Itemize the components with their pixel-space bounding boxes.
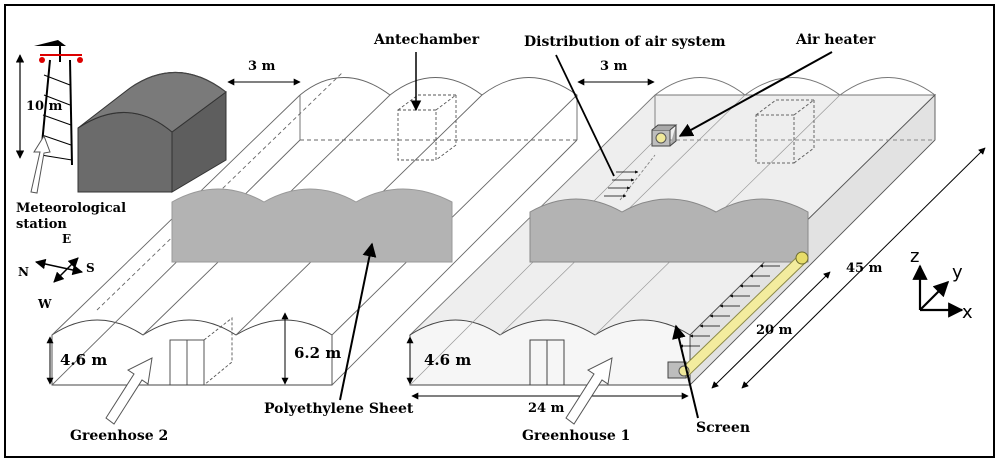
axis-triad bbox=[912, 264, 964, 318]
greenhouse-1-arrow bbox=[565, 357, 613, 425]
greenhouse-2-label: Greenhose 2 bbox=[70, 428, 168, 444]
total-length-arrow bbox=[741, 147, 986, 389]
compass-s: S bbox=[86, 261, 95, 275]
meteo-label-2: station bbox=[16, 217, 67, 232]
distribution-pointer bbox=[555, 54, 615, 177]
total-length-label: 45 m bbox=[846, 261, 883, 276]
gap-left-label: 3 m bbox=[248, 59, 276, 74]
polyethylene-label: Polyethylene Sheet bbox=[264, 401, 414, 417]
screen-label: Screen bbox=[696, 420, 750, 436]
compass-w: W bbox=[37, 297, 52, 311]
figure-border bbox=[4, 4, 995, 458]
screen-pointer bbox=[672, 324, 699, 419]
polyethylene-pointer bbox=[339, 242, 377, 401]
compass-n: N bbox=[18, 265, 29, 279]
distribution-label: Distribution of air system bbox=[524, 34, 726, 50]
antechamber-label: Antechamber bbox=[373, 32, 480, 48]
gh2-height-label: 4.6 m bbox=[60, 351, 107, 369]
tube-length-label: 20 m bbox=[756, 323, 793, 338]
thermal-screen-sheet bbox=[529, 198, 809, 263]
air-heater bbox=[651, 124, 678, 147]
compass-e: E bbox=[62, 232, 71, 246]
axis-x-label: x bbox=[962, 302, 973, 323]
air-heater-label: Air heater bbox=[795, 32, 876, 48]
compass bbox=[34, 257, 84, 283]
polyethylene-sheet bbox=[171, 188, 453, 263]
gh1-height-label: 4.6 m bbox=[424, 351, 471, 369]
air-distribution-arrows bbox=[604, 154, 656, 201]
greenhouse-1-label: Greenhouse 1 bbox=[522, 428, 630, 444]
tower-height-label: 10 m bbox=[26, 99, 63, 114]
meteo-label-1: Meteorological bbox=[16, 201, 126, 216]
greenhouse-2-arrow bbox=[105, 357, 153, 425]
dark-building bbox=[77, 71, 227, 193]
width-label: 24 m bbox=[528, 401, 565, 416]
axis-z-label: z bbox=[910, 246, 919, 267]
gh2-ridge-label: 6.2 m bbox=[294, 344, 341, 362]
gap-right-label: 3 m bbox=[600, 59, 628, 74]
axis-y-label: y bbox=[952, 262, 963, 283]
wind-arrow bbox=[30, 134, 51, 194]
air-heater-pointer bbox=[678, 51, 833, 137]
